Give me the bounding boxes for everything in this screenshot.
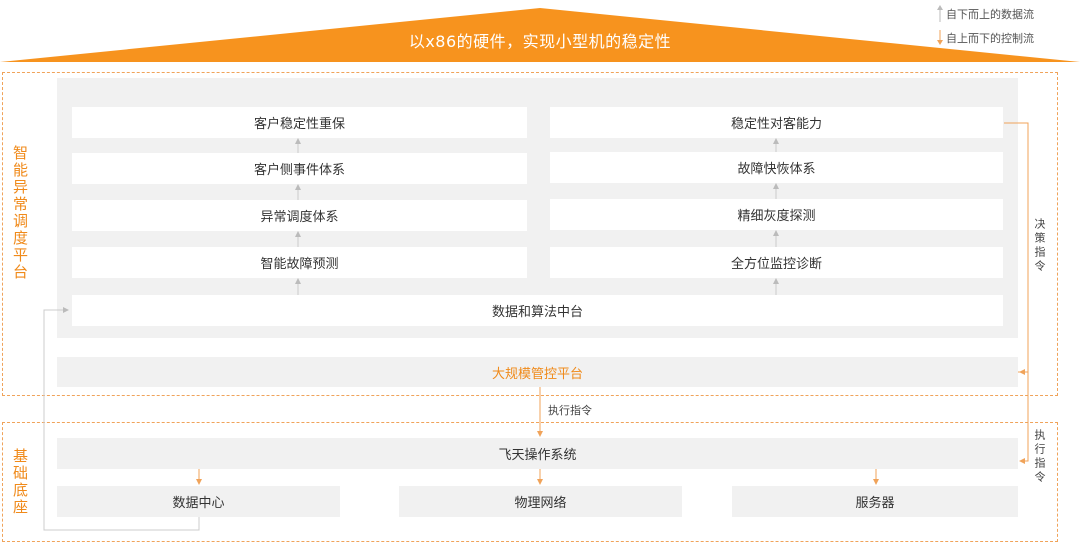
legend-down-flow: 自上而下的控制流 bbox=[946, 32, 1034, 45]
lower-section-frame bbox=[2, 422, 1058, 542]
right-stack-box-1: 稳定性对客能力 bbox=[550, 107, 1003, 138]
server-box: 服务器 bbox=[732, 486, 1018, 517]
data-algorithm-platform: 数据和算法中台 bbox=[72, 295, 1003, 326]
legend-up-flow: 自下而上的数据流 bbox=[946, 8, 1034, 21]
management-platform: 大规模管控平台 bbox=[57, 357, 1018, 387]
upper-section-label: 智能异常调度平台 bbox=[11, 145, 29, 281]
lower-section-label: 基础底座 bbox=[11, 448, 29, 516]
left-stack-box-2: 客户侧事件体系 bbox=[72, 153, 527, 184]
exec-command-label-center: 执行指令 bbox=[545, 402, 595, 418]
right-stack-box-2: 故障快恢体系 bbox=[550, 152, 1003, 183]
upper-section-frame bbox=[2, 72, 1058, 396]
legend-arrows-icon bbox=[937, 5, 943, 45]
exec-command-label-right: 执行指令 bbox=[1033, 429, 1046, 485]
right-stack-box-4: 全方位监控诊断 bbox=[550, 247, 1003, 278]
right-stack-box-3: 精细灰度探测 bbox=[550, 199, 1003, 230]
datacenter-box: 数据中心 bbox=[57, 486, 340, 517]
os-layer: 飞天操作系统 bbox=[57, 438, 1018, 469]
network-box: 物理网络 bbox=[399, 486, 682, 517]
roof-title: 以x86的硬件，实现小型机的稳定性 bbox=[408, 32, 672, 51]
left-stack-box-1: 客户稳定性重保 bbox=[72, 107, 527, 138]
left-stack-box-4: 智能故障预测 bbox=[72, 247, 527, 278]
roof-banner bbox=[0, 8, 1080, 62]
left-stack-box-3: 异常调度体系 bbox=[72, 200, 527, 231]
decision-command-label: 决策指令 bbox=[1033, 218, 1046, 274]
